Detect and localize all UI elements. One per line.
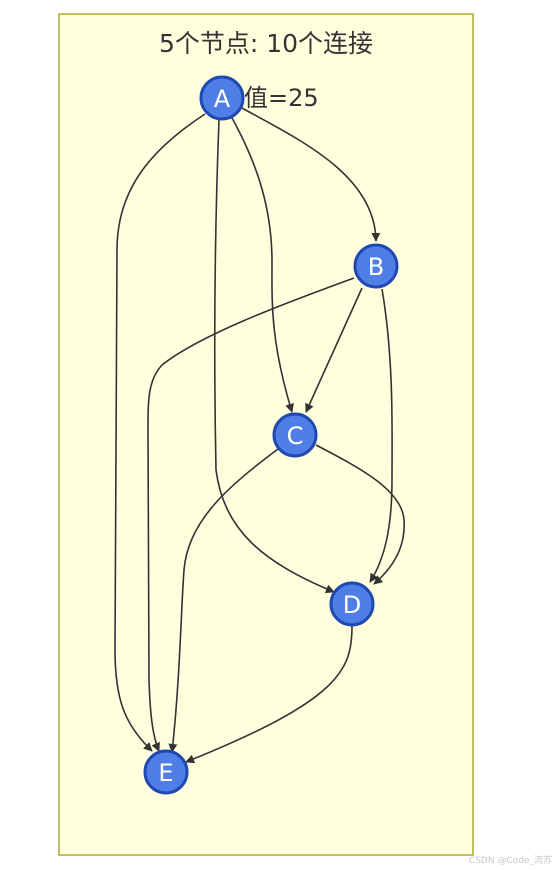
edge-a-c [231, 117, 294, 413]
edge-b-c [305, 287, 363, 413]
node-b-label: B [368, 253, 384, 281]
edge-d-e [185, 625, 353, 764]
edge-b-e [147, 277, 355, 752]
diagram-title: 5个节点: 10个连接 [159, 29, 373, 58]
node-b[interactable]: B [353, 243, 399, 289]
value-annotation: 值=25 [244, 84, 319, 112]
cluster-box [58, 13, 474, 856]
edge-c-d [315, 444, 405, 585]
node-d-label: D [343, 591, 361, 619]
node-a-label: A [214, 85, 231, 113]
edge-a-b [241, 107, 381, 242]
node-e[interactable]: E [143, 749, 189, 795]
watermark-text: CSDN @Code_流苏 [468, 856, 552, 866]
node-c-label: C [287, 422, 304, 450]
edge-layer [114, 107, 405, 764]
edge-a-d [213, 119, 335, 594]
edge-b-d [369, 288, 393, 583]
node-e-label: E [158, 759, 173, 787]
edge-a-e [114, 113, 206, 752]
node-d[interactable]: D [329, 581, 375, 627]
node-c[interactable]: C [272, 412, 318, 458]
edge-c-e [168, 448, 279, 753]
node-a[interactable]: A [199, 75, 245, 121]
